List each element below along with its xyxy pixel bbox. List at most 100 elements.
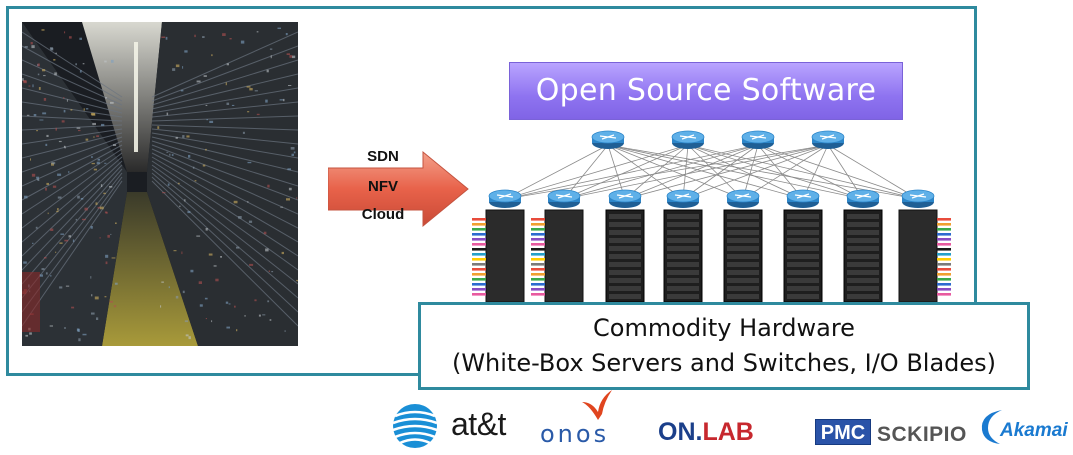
rack-light xyxy=(92,122,96,126)
rack-light xyxy=(231,104,235,106)
rack-shelf-line xyxy=(22,168,123,285)
io-blade-port-strip xyxy=(531,278,545,281)
rack-light xyxy=(109,186,113,188)
rack-light xyxy=(211,320,213,323)
open-source-software-box: Open Source Software xyxy=(509,62,903,120)
rack-shelf-line xyxy=(22,124,123,131)
rack-shelf-line xyxy=(22,144,123,201)
rack-light xyxy=(39,119,44,121)
rack-light xyxy=(205,148,207,151)
rack-light xyxy=(78,338,81,342)
rack-light xyxy=(32,242,34,244)
io-blade-port-strip xyxy=(937,278,951,281)
rack-light xyxy=(55,52,57,54)
rack-light xyxy=(36,130,38,132)
rack-shelf-line xyxy=(151,176,298,313)
io-blade-port-strip xyxy=(472,288,486,291)
spine-switch-icon-arrows xyxy=(819,134,837,140)
rack-light xyxy=(100,184,103,187)
rack-light xyxy=(270,55,272,59)
rack-light xyxy=(64,239,69,242)
network-link xyxy=(682,144,829,200)
server-rack-unit xyxy=(667,254,699,259)
leaf-switch-icon-arrows xyxy=(854,193,872,199)
rack-shelf-line xyxy=(22,136,123,173)
rack-light xyxy=(45,187,47,191)
rack-light xyxy=(25,334,28,337)
akamai-wave-icon xyxy=(976,406,1006,451)
server-rack-unit xyxy=(787,238,819,243)
rack-light xyxy=(265,99,268,103)
nfv-label: NFV xyxy=(368,178,398,195)
rack-light xyxy=(286,198,290,201)
network-link xyxy=(624,144,689,200)
rack-light xyxy=(179,205,181,207)
rack-light xyxy=(267,300,270,303)
leaf-switch-icon-arrows xyxy=(909,193,927,199)
rack-light xyxy=(82,218,86,221)
rack-light xyxy=(82,333,87,336)
network-link xyxy=(624,144,759,200)
rack-shelf-line xyxy=(22,132,123,159)
server-rack-unit xyxy=(847,270,879,275)
rack-light xyxy=(265,248,269,252)
rack-light xyxy=(249,263,254,266)
network-link xyxy=(504,144,609,200)
server-rack-unit xyxy=(727,222,759,227)
server-rack-unit xyxy=(787,270,819,275)
rack-shelf-line xyxy=(151,156,298,243)
rack-light xyxy=(46,182,49,185)
rack-light xyxy=(236,329,238,332)
rack-light xyxy=(85,138,89,141)
rack-light xyxy=(286,53,290,55)
rack-light xyxy=(93,136,95,138)
rack-light xyxy=(247,201,249,203)
network-link xyxy=(687,144,744,200)
rack-shelf-line xyxy=(22,115,123,122)
spine-switch-icon-arrows xyxy=(599,134,617,140)
network-link xyxy=(687,144,804,200)
sdn-nfv-cloud-arrow: SDN NFV Cloud xyxy=(327,148,470,228)
rack-light xyxy=(97,206,101,209)
server-rack-unit xyxy=(667,286,699,291)
io-blade-port-strip xyxy=(531,223,545,226)
network-topology xyxy=(470,125,970,305)
io-blade-port-strip xyxy=(472,253,486,256)
network-link xyxy=(682,144,759,200)
rack-light xyxy=(50,228,54,231)
rack-light xyxy=(254,299,257,302)
rack-light xyxy=(271,271,274,273)
rack-light xyxy=(234,305,236,308)
io-blade-port-strip xyxy=(531,283,545,286)
rack-light xyxy=(248,220,253,223)
network-link xyxy=(504,144,759,200)
rack-light xyxy=(203,75,207,77)
server-rack-unit xyxy=(847,278,879,283)
rack-light xyxy=(256,113,260,116)
rack-light xyxy=(285,33,288,36)
rack-light xyxy=(109,300,113,303)
network-link xyxy=(607,144,684,200)
rack-light xyxy=(66,99,68,102)
rack-light xyxy=(254,90,258,92)
rack-light xyxy=(33,114,37,117)
server-rack-unit xyxy=(847,230,879,235)
rack-light xyxy=(262,314,266,316)
io-blade-port-strip xyxy=(531,243,545,246)
rack-light xyxy=(160,305,162,308)
rack-shelf-line xyxy=(151,87,298,114)
io-blade-port-strip xyxy=(531,263,545,266)
rack-light xyxy=(57,196,62,199)
rack-light xyxy=(199,304,203,307)
network-link xyxy=(607,144,744,200)
server-rack-unit xyxy=(727,230,759,235)
rack-light xyxy=(41,268,45,271)
rack-light xyxy=(76,328,80,332)
rack-light xyxy=(31,45,35,49)
server-rack-unit xyxy=(609,222,641,227)
rack-light xyxy=(56,210,59,213)
rack-light xyxy=(91,294,93,297)
rack-light xyxy=(90,276,92,279)
rack-light xyxy=(113,305,117,308)
rack-light xyxy=(222,33,226,36)
